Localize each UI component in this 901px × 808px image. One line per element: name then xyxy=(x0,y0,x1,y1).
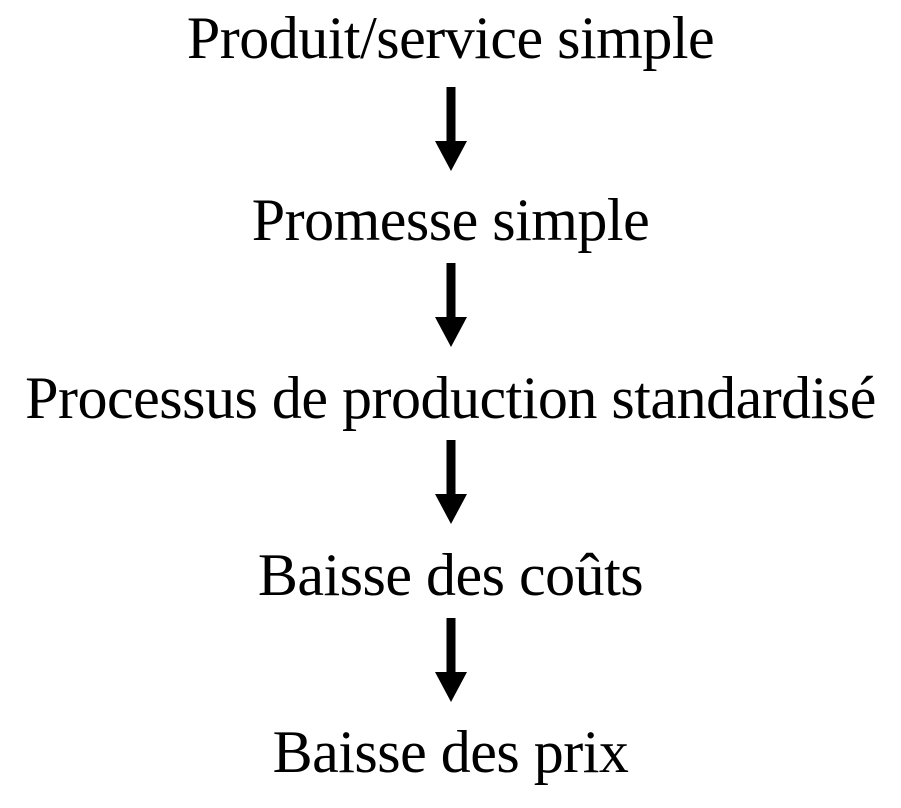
down-arrow-icon xyxy=(434,87,467,171)
step-promesse-simple: Promesse simple xyxy=(251,187,650,253)
step-processus-production-standardise: Processus de production standardisé xyxy=(25,365,876,431)
down-arrow-icon xyxy=(434,440,467,524)
step-baisse-des-prix: Baisse des prix xyxy=(272,719,629,785)
down-arrow-icon xyxy=(434,618,467,702)
step-produit-service-simple: Produit/service simple xyxy=(186,5,715,71)
down-arrow-icon xyxy=(434,263,467,347)
step-baisse-des-couts: Baisse des coûts xyxy=(257,542,644,608)
